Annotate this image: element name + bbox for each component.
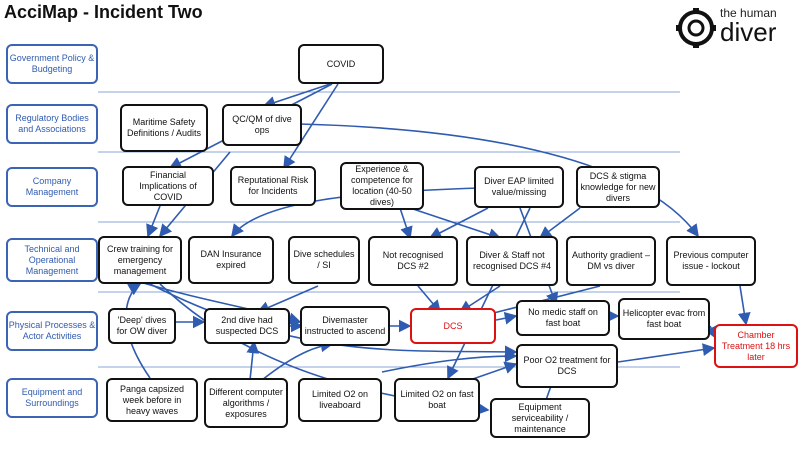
diver-helmet-icon [676,8,716,48]
arrow-covid-qcqm [262,83,331,109]
arrow-qcqm-prev [299,123,699,238]
node-covid[interactable]: COVID [298,44,384,84]
lane-equipment: Equipment and Surroundings [6,378,98,418]
arrow-eap-notrec2 [428,207,489,239]
node-deepdives[interactable]: 'Deep' dives for OW diver [108,308,176,344]
node-schedules[interactable]: Dive schedules / SI [288,236,360,284]
node-notrec2[interactable]: Not recognised DCS #2 [368,236,458,286]
lane-physical: Physical Processes & Actor Activities [6,311,98,351]
lane-government: Government Policy & Budgeting [6,44,98,84]
logo-line2: diver [720,17,777,47]
arrow-schedules-second [256,285,319,314]
node-dcs[interactable]: DCS [410,308,496,344]
arrow-financial-crew [146,205,161,238]
arrow-notrec4-dcs [458,285,501,313]
node-experience[interactable]: Experience & competence for location (40… [340,162,424,210]
arrow-exp-notrec2 [399,207,413,240]
arrow-poor-chamber [617,343,716,363]
node-helicopter[interactable]: Helicopter evac from fast boat [618,298,710,340]
node-maritime[interactable]: Maritime Safety Definitions / Audits [120,104,208,152]
node-notrec4[interactable]: Diver & Staff not recognised DCS #4 [466,236,558,286]
arrow-notrec2-dcs [417,285,442,314]
node-limitedFast[interactable]: Limited O2 on fast boat [394,378,480,422]
arrow-fast-poor [469,361,518,381]
node-seconddive[interactable]: 2nd dive had suspected DCS [204,308,290,344]
arrow-eap-dan [231,187,481,238]
lane-technical: Technical and Operational Management [6,238,98,282]
node-divemaster[interactable]: Divemaster instructed to ascend [300,306,390,346]
node-limitedLive[interactable]: Limited O2 on liveaboard [298,378,382,422]
arrow-prev-chamber [737,285,751,326]
node-qcqm[interactable]: QC/QM of dive ops [222,104,302,146]
arrow-covid-reputational [283,83,339,170]
arrow-live-poor [381,349,518,373]
lane-separators [98,91,680,368]
node-eap[interactable]: Diver EAP limited value/missing [474,166,564,208]
page-title: AcciMap - Incident Two [4,2,203,22]
node-authority[interactable]: Authority gradient – DM vs diver [566,236,656,286]
node-equipment[interactable]: Equipment serviceability / maintenance [490,398,590,438]
logo-line1: the human [720,6,777,20]
lane-company: Company Management [6,167,98,207]
node-algorithms[interactable]: Different computer algorithms / exposure… [204,378,288,428]
causal-arrows [125,83,751,416]
node-panga[interactable]: Panga capsized week before in heavy wave… [106,378,198,422]
arrow-stigma-notrec4 [538,207,581,239]
arrow-dcs-nomedic [495,311,518,325]
node-prevcomputer[interactable]: Previous computer issue - lockout [666,236,756,286]
node-reputational[interactable]: Reputational Risk for Incidents [230,166,316,206]
arrow-algo-divemaster [261,339,334,381]
node-nomedic[interactable]: No medic staff on fast boat [516,300,610,336]
node-poorO2[interactable]: Poor O2 treatment for DCS [516,344,618,388]
node-chamber[interactable]: Chamber Treatment 18 hrs later [714,324,798,368]
node-crewtraining[interactable]: Crew training for emergency management [98,236,182,284]
node-dan[interactable]: DAN Insurance expired [188,236,274,284]
lane-regulatory: Regulatory Bodies and Associations [6,104,98,144]
brand-logo: the human diver [676,6,798,50]
node-financial[interactable]: Financial Implications of COVID [122,166,214,206]
node-stigma[interactable]: DCS & stigma knowledge for new divers [576,166,660,208]
arrow-exp-notrec4 [409,207,502,241]
